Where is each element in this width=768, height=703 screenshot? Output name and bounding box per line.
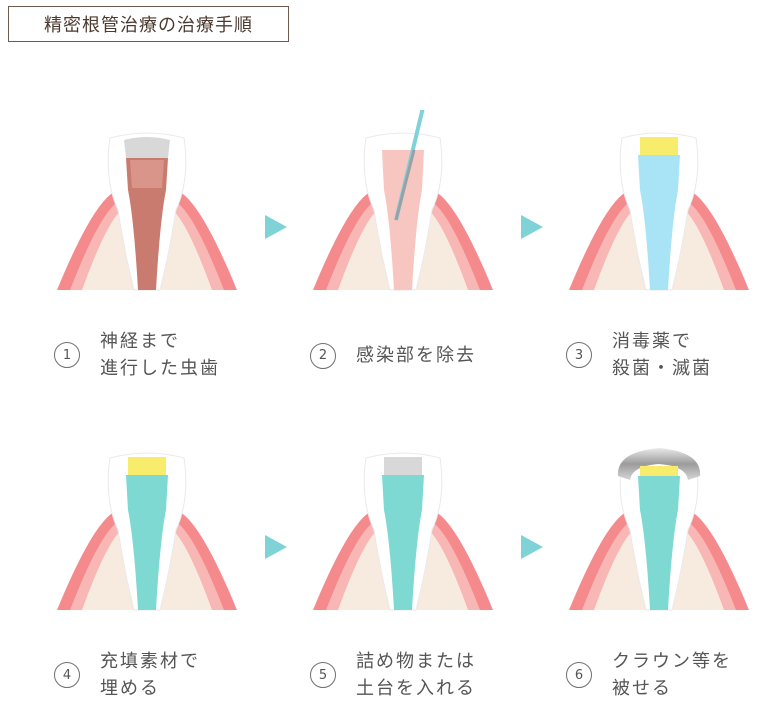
- step-caption: 充填素材で 埋める: [100, 651, 200, 699]
- step-number: 4: [54, 662, 80, 688]
- tooth-cleaning-svg: [313, 110, 493, 291]
- tooth-crown-svg: [569, 448, 749, 611]
- filling-area: [126, 475, 168, 610]
- tooth-illustration-step-2: [308, 110, 498, 300]
- step-1: 1 神経まで 進行した虫歯: [54, 328, 220, 382]
- step-number: 5: [310, 662, 336, 688]
- step-3: 3 消毒薬で 殺菌・滅菌: [566, 328, 712, 382]
- step-5: 5 詰め物または 土台を入れる: [310, 648, 476, 702]
- crown-cap: [617, 448, 701, 480]
- tooth-illustration-step-3: [564, 110, 754, 300]
- page-title: 精密根管治療の治療手順: [8, 6, 289, 42]
- disinfect-area: [638, 155, 680, 290]
- arrow-right-icon: [521, 535, 543, 559]
- step-number: 3: [566, 342, 592, 368]
- tooth-decayed-svg: [57, 132, 237, 291]
- core-buildup: [384, 457, 422, 475]
- step-2: 2 感染部を除去: [310, 342, 476, 369]
- file-tip: [394, 149, 416, 221]
- tooth-illustration-step-1: [52, 110, 242, 300]
- tooth-illustration-step-4: [52, 430, 242, 620]
- infected-nerve: [126, 158, 168, 290]
- step-number: 2: [310, 342, 336, 369]
- filling-area: [382, 475, 424, 610]
- step-caption: クラウン等を 被せる: [612, 651, 732, 699]
- step-number: 1: [54, 342, 80, 368]
- filling-area: [638, 476, 680, 610]
- decay-area: [124, 137, 170, 158]
- temporary-cap: [640, 137, 678, 155]
- tooth-illustration-step-5: [308, 430, 498, 620]
- core-buildup: [640, 466, 678, 476]
- step-number: 6: [566, 662, 592, 688]
- arrow-right-icon: [521, 215, 543, 239]
- arrow-right-icon: [265, 215, 287, 239]
- tooth-disinfect-svg: [569, 132, 749, 291]
- step-caption: 感染部を除去: [356, 345, 476, 366]
- step-caption: 消毒薬で 殺菌・滅菌: [612, 331, 712, 379]
- pulp-chamber: [130, 160, 164, 188]
- arrow-right-icon: [265, 535, 287, 559]
- step-4: 4 充填素材で 埋める: [54, 648, 200, 702]
- tooth-illustration-step-6: [564, 430, 754, 620]
- tooth-filled-svg: [57, 452, 237, 611]
- canal-area: [382, 150, 424, 290]
- temporary-cap: [128, 457, 166, 475]
- tooth-core-svg: [313, 452, 493, 611]
- step-caption: 神経まで 進行した虫歯: [100, 331, 220, 379]
- step-caption: 詰め物または 土台を入れる: [356, 651, 476, 699]
- step-6: 6 クラウン等を 被せる: [566, 648, 732, 702]
